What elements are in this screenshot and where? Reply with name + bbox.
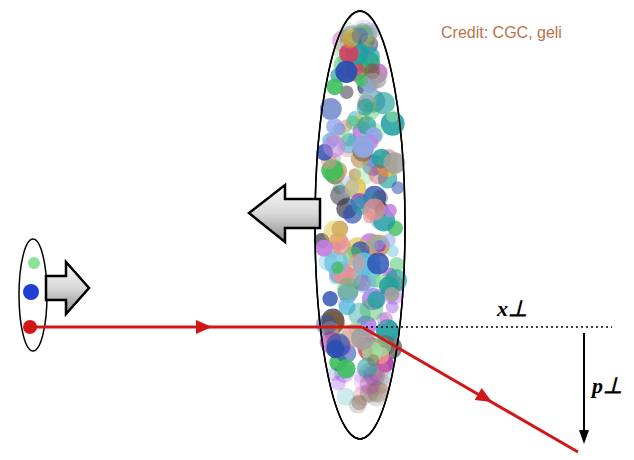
quark-arrowhead — [196, 320, 212, 334]
position-label: x⊥ — [497, 297, 527, 321]
gluon-dot — [391, 181, 404, 194]
gluon-dot — [326, 118, 343, 135]
gluon-dot — [383, 204, 397, 218]
gluon-dot — [369, 165, 389, 185]
nucleus-outline — [315, 11, 405, 439]
gluon-dot — [386, 301, 399, 314]
scattered-quark-path — [362, 327, 578, 452]
gluon-dot — [386, 110, 398, 122]
gluon-dot — [364, 73, 382, 91]
gluon-dot — [384, 287, 399, 302]
gluon-dot — [336, 359, 355, 378]
gluon-dot — [366, 239, 378, 251]
gluon-dot — [357, 99, 374, 116]
gluon-dot — [326, 333, 350, 357]
motion-arrow-right — [46, 262, 89, 314]
gluon-dot — [360, 374, 381, 395]
gluon-dot — [345, 115, 359, 129]
gluon-dot — [336, 388, 354, 406]
gluon-dot — [337, 278, 359, 300]
gluon-dot — [363, 199, 385, 221]
dotted-reference-line — [366, 326, 612, 328]
scattered-arrowhead — [475, 388, 496, 408]
credit-note: Credit: CGC, geli — [441, 24, 562, 42]
gluon-dot — [352, 28, 368, 44]
gluon-dot — [353, 136, 375, 158]
momentum-arrow-shaft — [583, 333, 585, 432]
gluon-dot — [367, 252, 389, 274]
gluon-dot — [382, 233, 396, 247]
momentum-arrowhead — [579, 430, 589, 444]
gluon-dot — [367, 291, 385, 309]
motion-arrow-left — [249, 185, 320, 242]
gluon-dot — [322, 291, 337, 306]
projectile-ellipse — [19, 239, 47, 351]
gluon-dot — [324, 220, 347, 243]
gluon-dot — [338, 176, 359, 197]
momentum-label: p⊥ — [592, 374, 622, 398]
gluon-dot — [315, 240, 332, 257]
blue-parton — [23, 284, 39, 300]
gluon-dot — [326, 79, 343, 96]
gluon-dot — [323, 135, 345, 157]
green-parton — [28, 257, 40, 269]
gluon-dot — [351, 327, 374, 350]
gluon-dot — [367, 354, 379, 366]
red-parton — [23, 320, 37, 334]
nucleus-ellipse — [315, 11, 405, 439]
gluon-dot — [348, 254, 366, 272]
gluon-dot — [390, 257, 404, 271]
